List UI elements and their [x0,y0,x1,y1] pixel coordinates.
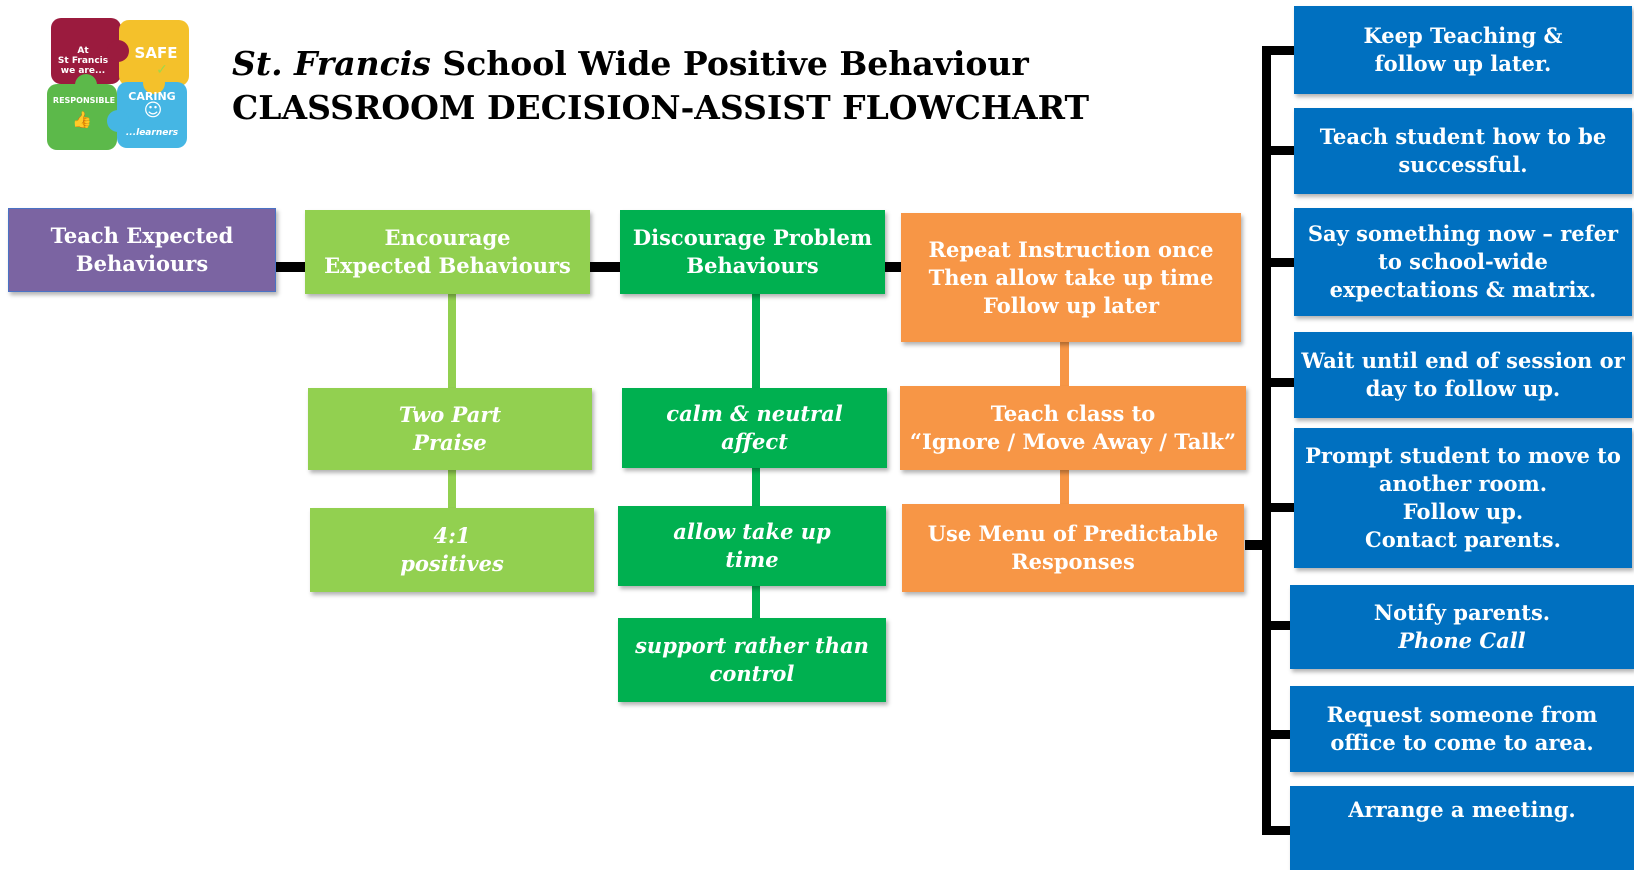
bracket-tick [1262,730,1294,739]
logo-knob [107,40,129,62]
connector-menu-responses [1245,540,1262,550]
title-line-1-rest: School Wide Positive Behaviour [430,44,1029,83]
connector-teach-encourage [276,262,305,272]
step-discourage-problem: Discourage Problem Behaviours [620,210,885,294]
logo-knob [75,74,97,96]
response-option: Keep Teaching & follow up later. [1294,6,1632,94]
orange-item-menu-responses: Use Menu of Predictable Responses [902,504,1244,592]
logo-responsible-text: RESPONSIBLE [52,96,116,105]
title-line-2: CLASSROOM DECISION-ASSIST FLOWCHART [232,88,1090,127]
smiley-icon: ☺ [143,100,163,121]
response-option: Wait until end of session or day to foll… [1294,332,1632,418]
title-line-1: St. Francis School Wide Positive Behavio… [232,42,1089,86]
thumbs-up-icon: 👍 [72,110,92,129]
title-school-name: St. Francis [232,44,431,83]
response-bracket-spine [1262,50,1271,835]
logo-knob [143,72,165,94]
encourage-item: 4:1 positives [310,508,594,592]
discourage-item: allow take up time [618,506,886,586]
step-encourage-expected: Encourage Expected Behaviours [305,210,590,294]
orange-item-teach-class: Teach class to “Ignore / Move Away / Tal… [900,386,1246,470]
connector-praise-positives [448,470,456,508]
logo-caring-text: CARING [128,90,176,103]
response-option: Say something now – refer to school-wide… [1294,208,1632,316]
discourage-item: calm & neutral affect [622,388,887,468]
bracket-tick [1262,46,1294,55]
bracket-tick [1262,826,1294,835]
school-logo: At St Francis we are... SAFE ✓ RESPONSIB… [47,16,192,152]
bracket-tick [1262,621,1294,630]
logo-knob [107,110,129,132]
connector-encourage-discourage [590,262,620,272]
bracket-tick [1262,503,1294,512]
connector-discourage-calm [752,294,760,388]
response-text: Notify parents. [1373,600,1551,625]
check-icon: ✓ [156,62,168,78]
bracket-tick [1262,146,1294,155]
response-option: Notify parents. Phone Call [1290,585,1634,669]
logo-safe-text: SAFE [134,44,178,62]
encourage-item: Two Part Praise [308,388,592,470]
connector-encourage-praise [448,294,456,388]
connector-repeat-teachclass [1060,342,1069,386]
response-option: Teach student how to be successful. [1294,108,1632,194]
connector-calm-allow [752,468,760,506]
logo-learners-text: ...learners [125,128,179,138]
step-teach-expected: Teach Expected Behaviours [8,208,276,292]
connector-discourage-repeat [885,262,901,272]
bracket-tick [1262,378,1294,387]
response-text-italic: Phone Call [1398,628,1526,653]
response-option: Request someone from office to come to a… [1290,686,1634,772]
logo-at-text: At St Francis we are... [57,46,109,76]
page-title: St. Francis School Wide Positive Behavio… [232,42,1089,130]
response-option: Arrange a meeting. [1290,786,1634,870]
bracket-tick [1262,258,1294,267]
connector-allow-support [752,586,760,618]
discourage-item: support rather than control [618,618,886,702]
response-option: Prompt student to move to another room. … [1294,428,1632,568]
step-repeat-instruction: Repeat Instruction once Then allow take … [901,213,1241,342]
connector-teachclass-menu [1060,470,1069,504]
